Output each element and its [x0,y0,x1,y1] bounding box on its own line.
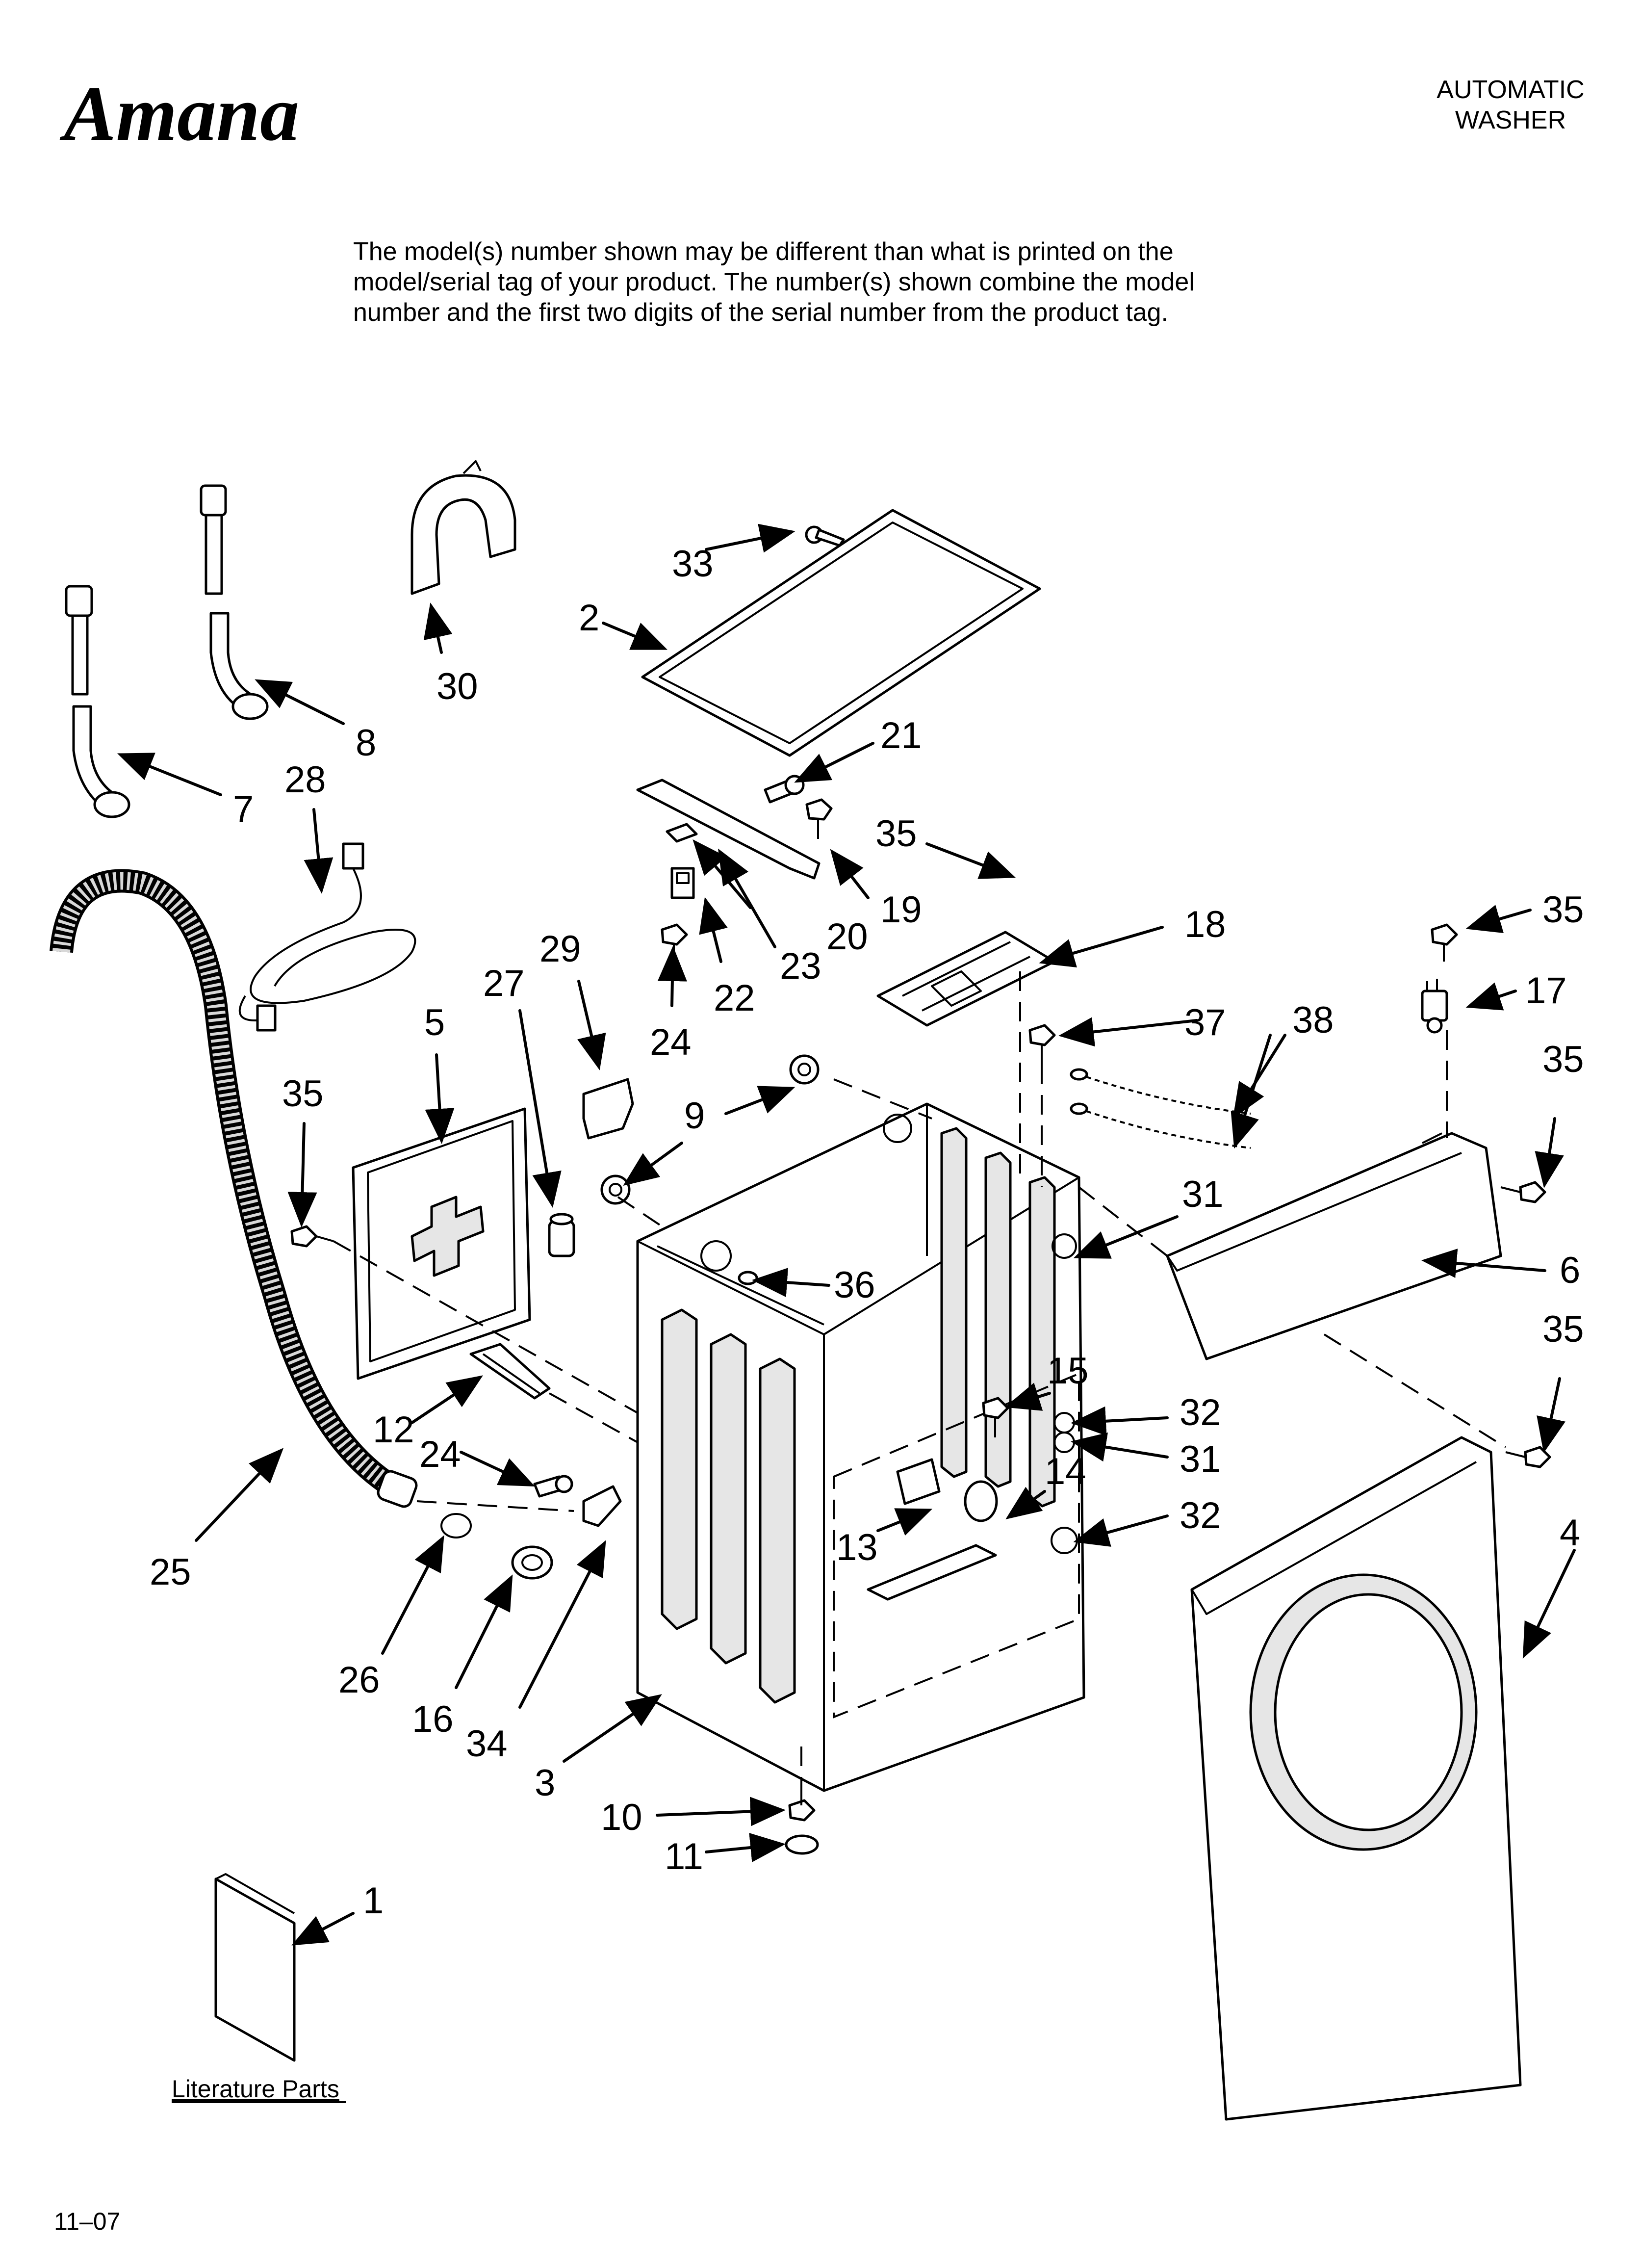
callout-38: 38 [1292,999,1334,1041]
callout-27: 27 [483,963,525,1004]
grommet-part-36 [738,1271,758,1285]
part-22 [670,867,695,899]
valve-part-13 [867,1458,998,1601]
notice-line-2: model/serial tag of your product. The nu… [353,268,1195,296]
callout-35-right-top: 35 [1542,889,1584,931]
bracket-part-34 [582,1485,622,1527]
screw-part-33 [805,525,845,547]
callout-33: 33 [672,543,714,585]
callout-36: 36 [834,1264,875,1306]
bracket-part-19 [636,779,821,880]
callout-13: 13 [836,1527,878,1568]
product-line-2: WASHER [1455,106,1566,134]
callout-34: 34 [466,1723,508,1765]
wire-harness-part [238,842,416,1032]
callout-6: 6 [1560,1250,1580,1291]
access-panel-part-5 [352,1107,531,1380]
callout-35-left: 35 [282,1073,324,1115]
callout-35-top: 35 [875,813,917,855]
callout-24-top: 24 [650,1021,692,1063]
callout-1: 1 [363,1880,384,1922]
callout-10: 10 [601,1797,642,1838]
leveling-foot-part-10 [788,1786,816,1822]
part-17 [1421,979,1448,1034]
callout-31-low: 31 [1180,1438,1221,1480]
clip-part-9a [789,1054,820,1085]
callout-25: 25 [150,1551,191,1593]
callout-18: 18 [1184,904,1226,945]
callout-7: 7 [233,788,254,830]
plate-part-18 [876,931,1056,1027]
callout-29: 29 [539,928,581,970]
callout-16: 16 [412,1698,454,1740]
callout-21: 21 [880,715,922,756]
screw-part-35d [290,1225,334,1248]
callout-2: 2 [579,597,599,639]
part-16 [511,1545,553,1580]
callout-26: 26 [338,1659,380,1701]
literature-booklet-part-1 [214,1873,296,2062]
callout-12: 12 [373,1409,414,1451]
notice-line-3: number and the first two digits of the s… [353,298,1168,327]
callout-32-low: 32 [1180,1495,1221,1537]
panel-part-6 [1166,1132,1502,1360]
callout-4: 4 [1560,1512,1580,1554]
callout-15: 15 [1047,1350,1089,1392]
screw-part-21 [764,775,805,804]
assembly-lines [333,971,1507,1791]
brand-logo: Amana [59,70,299,157]
screw-part-35a [805,798,833,839]
front-panel-part-4 [1190,1436,1522,2121]
screw-part-15 [982,1397,1009,1437]
product-line-1: AUTOMATIC [1437,76,1584,104]
foot-pad-part-11 [785,1834,819,1855]
clip-part-9b [600,1174,631,1205]
callout-5: 5 [424,1002,445,1043]
callout-3: 3 [535,1762,555,1804]
callout-35-right-low: 35 [1542,1308,1584,1350]
clamp-part-26 [440,1513,472,1538]
part-12 [469,1343,551,1400]
strap-part-38 [1070,1068,1251,1149]
callout-17: 17 [1525,970,1567,1012]
part-23 [666,823,698,843]
screw-part-37 [1028,1024,1056,1065]
bracket-part-29 [582,1078,634,1140]
callout-31-top: 31 [1182,1173,1224,1215]
part-27 [548,1213,575,1257]
callout-11: 11 [665,1836,703,1877]
callout-35-right-mid: 35 [1542,1039,1584,1080]
callout-30: 30 [436,666,478,707]
callout-23: 23 [780,945,821,987]
callout-22: 22 [714,977,755,1019]
callout-19: 19 [880,889,922,931]
cabinet-part-3 [636,1102,1085,1792]
literature-parts-label: Literature Parts [172,2075,339,2103]
inlet-hose-part-8 [200,484,269,720]
callout-9: 9 [684,1095,705,1137]
callout-8: 8 [356,722,376,764]
date-code: 11–07 [54,2208,120,2235]
screw-part-24b [533,1475,573,1498]
callout-20: 20 [826,916,868,958]
screw-part-35c [1500,1181,1546,1203]
top-panel-part [641,509,1041,757]
callout-28: 28 [284,759,326,801]
drain-hose-part [50,869,418,1508]
callout-32-top: 32 [1180,1392,1221,1434]
leader-arrows [117,523,1576,1946]
notice-line-1: The model(s) number shown may be differe… [353,237,1174,266]
screw-part-35b [1431,923,1458,962]
callout-37: 37 [1184,1002,1226,1043]
screw-part-24a [661,923,688,962]
hose-guide-part [410,460,516,595]
inlet-hose-part-7 [65,585,130,818]
callout-24-low: 24 [419,1434,461,1475]
screw-part-35e [1505,1446,1551,1468]
callout-labels: 33 2 30 8 7 21 28 35 19 20 23 22 24 18 3… [150,543,1584,1922]
callout-14: 14 [1045,1451,1086,1492]
